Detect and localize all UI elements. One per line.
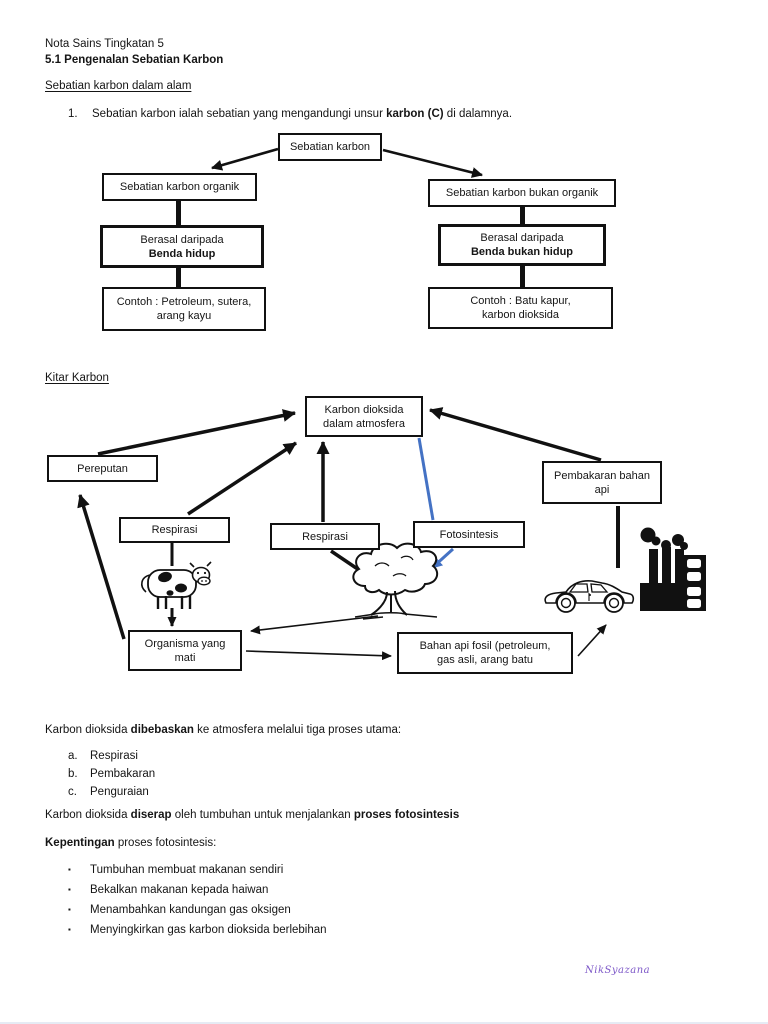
connector-left-lower (176, 268, 181, 287)
flowchart-origin-bukan-hidup-box: Berasal daripada Benda bukan hidup (438, 224, 606, 266)
flowchart-organik-box: Sebatian karbon organik (102, 173, 257, 201)
importance-bold: Kepentingan (45, 837, 115, 849)
flowchart-example-organik-box: Contoh : Petroleum, sutera, arang kayu (102, 287, 266, 331)
absorb-bold2: proses fotosintesis (353, 809, 460, 821)
arrow-organisma-to-bahan-api (245, 650, 392, 661)
arrow-pereputan-to-atmosfera (97, 409, 296, 456)
arrow-fotosintesis-to-tree-blue (430, 547, 455, 570)
list-letter: c. (68, 786, 77, 798)
section-heading-nature: Sebatian karbon dalam alam (45, 80, 192, 92)
flowchart-bukan-organik-box: Sebatian karbon bukan organik (428, 179, 616, 207)
list-item-c: c. Penguraian (68, 784, 149, 800)
bullet-text: Menyingkirkan gas karbon dioksida berleb… (90, 924, 327, 936)
item-text-post: di dalamnya. (443, 108, 513, 120)
item-text-bold: karbon (C) (386, 108, 444, 120)
cycle-box-organisma: Organisma yang mati (128, 630, 242, 671)
flowchart-sebatian-karbon: Sebatian karbon Sebatian karbon organik … (0, 130, 768, 345)
bullet-square-icon: ▪ (68, 905, 71, 914)
item-text-pre: Sebatian karbon ialah sebatian yang meng… (92, 108, 387, 120)
cycle-box-atmosfera: Karbon dioksida dalam atmosfera (305, 396, 423, 437)
bullet-item: ▪ Bekalkan makanan kepada haiwan (68, 882, 268, 898)
arrow-root-to-bukan-organik (382, 148, 483, 178)
paragraph-importance-heading: Kepentingan proses fotosintesis: (45, 835, 725, 851)
flowchart-root-box: Sebatian karbon (278, 133, 382, 161)
factory-image (640, 527, 706, 611)
flowchart-origin-hidup-box: Berasal daripada Benda hidup (100, 225, 264, 268)
arrow-respirasi-left-to-atmosfera (187, 441, 297, 516)
release-bold: dibebaskan (130, 724, 194, 736)
bullet-square-icon: ▪ (68, 925, 71, 934)
origin-line2-bold: Benda bukan hidup (470, 246, 574, 258)
list-item-a: a. Respirasi (68, 748, 138, 764)
flowchart-arrows (211, 147, 483, 178)
bullet-text: Tumbuhan membuat makanan sendiri (90, 864, 284, 876)
bullet-item: ▪ Tumbuhan membuat makanan sendiri (68, 862, 283, 878)
doc-subtitle: Nota Sains Tingkatan 5 (45, 38, 164, 50)
arrow-bahan-api-to-car (577, 624, 607, 657)
tree-image (352, 542, 439, 620)
author-signature: NikSyazana (585, 965, 651, 976)
connector-right-lower (520, 266, 525, 287)
arrow-root-to-organik (211, 147, 279, 171)
cycle-box-respirasi-center: Respirasi (270, 523, 380, 550)
list-text: Pembakaran (90, 768, 156, 780)
release-pre: Karbon dioksida (45, 724, 131, 736)
bullet-square-icon: ▪ (68, 885, 71, 894)
bullet-item: ▪ Menambahkan kandungan gas oksigen (68, 902, 291, 918)
bullet-text: Menambahkan kandungan gas oksigen (90, 904, 291, 916)
bullet-text: Bekalkan makanan kepada haiwan (90, 884, 269, 896)
page-bottom-edge (0, 1022, 768, 1024)
list-text: Respirasi (90, 750, 138, 762)
list-text: Penguraian (90, 786, 149, 798)
list-letter: a. (68, 750, 78, 762)
list-item-b: b. Pembakaran (68, 766, 155, 782)
section-heading-kitar-karbon: Kitar Karbon (45, 372, 109, 384)
cycle-box-pereputan: Pereputan (47, 455, 158, 482)
numbered-item-1: 1. Sebatian karbon ialah sebatian yang me… (68, 106, 728, 122)
car-image (544, 580, 635, 613)
cycle-box-pembakaran: Pembakaran bahan api (542, 461, 662, 504)
cow-image (141, 561, 212, 609)
origin-line2-bold: Benda hidup (148, 247, 216, 260)
cycle-box-respirasi-left: Respirasi (119, 517, 230, 543)
origin-line1: Berasal daripada (140, 233, 224, 246)
arrow-organisma-to-pereputan (77, 494, 126, 640)
arrow-pembakaran-to-atmosfera (429, 407, 602, 462)
item-number: 1. (68, 108, 78, 120)
list-letter: b. (68, 768, 78, 780)
origin-line1: Berasal daripada (480, 232, 564, 244)
connector-left-upper (176, 201, 181, 225)
release-post: ke atmosfera melalui tiga proses utama: (193, 724, 402, 736)
flowchart-example-bukan-organik-box: Contoh : Batu kapur, karbon dioksida (428, 287, 613, 329)
cycle-box-bahan-api: Bahan api fosil (petroleum, gas asli, ar… (397, 632, 573, 674)
paragraph-absorb: Karbon dioksida diserap oleh tumbuhan un… (45, 807, 725, 823)
cycle-arrows-and-art (77, 407, 706, 661)
paragraph-release: Karbon dioksida dibebaskan ke atmosfera … (45, 722, 725, 738)
page-title: 5.1 Pengenalan Sebatian Karbon (45, 54, 224, 66)
importance-rest: proses fotosintesis: (114, 837, 217, 849)
absorb-pre: Karbon dioksida (45, 809, 131, 821)
absorb-mid: oleh tumbuhan untuk menjalankan (171, 809, 354, 821)
line-atmosfera-to-fotosintesis-blue (417, 437, 435, 521)
cycle-box-fotosintesis: Fotosintesis (413, 521, 525, 548)
absorb-bold1: diserap (130, 809, 172, 821)
bullet-square-icon: ▪ (68, 865, 71, 874)
arrow-tree-to-organisma (250, 615, 379, 635)
bullet-item: ▪ Menyingkirkan gas karbon dioksida berl… (68, 922, 327, 938)
connector-right-upper (520, 207, 525, 224)
carbon-cycle-diagram: Karbon dioksida dalam atmosfera Pereputa… (0, 390, 768, 700)
